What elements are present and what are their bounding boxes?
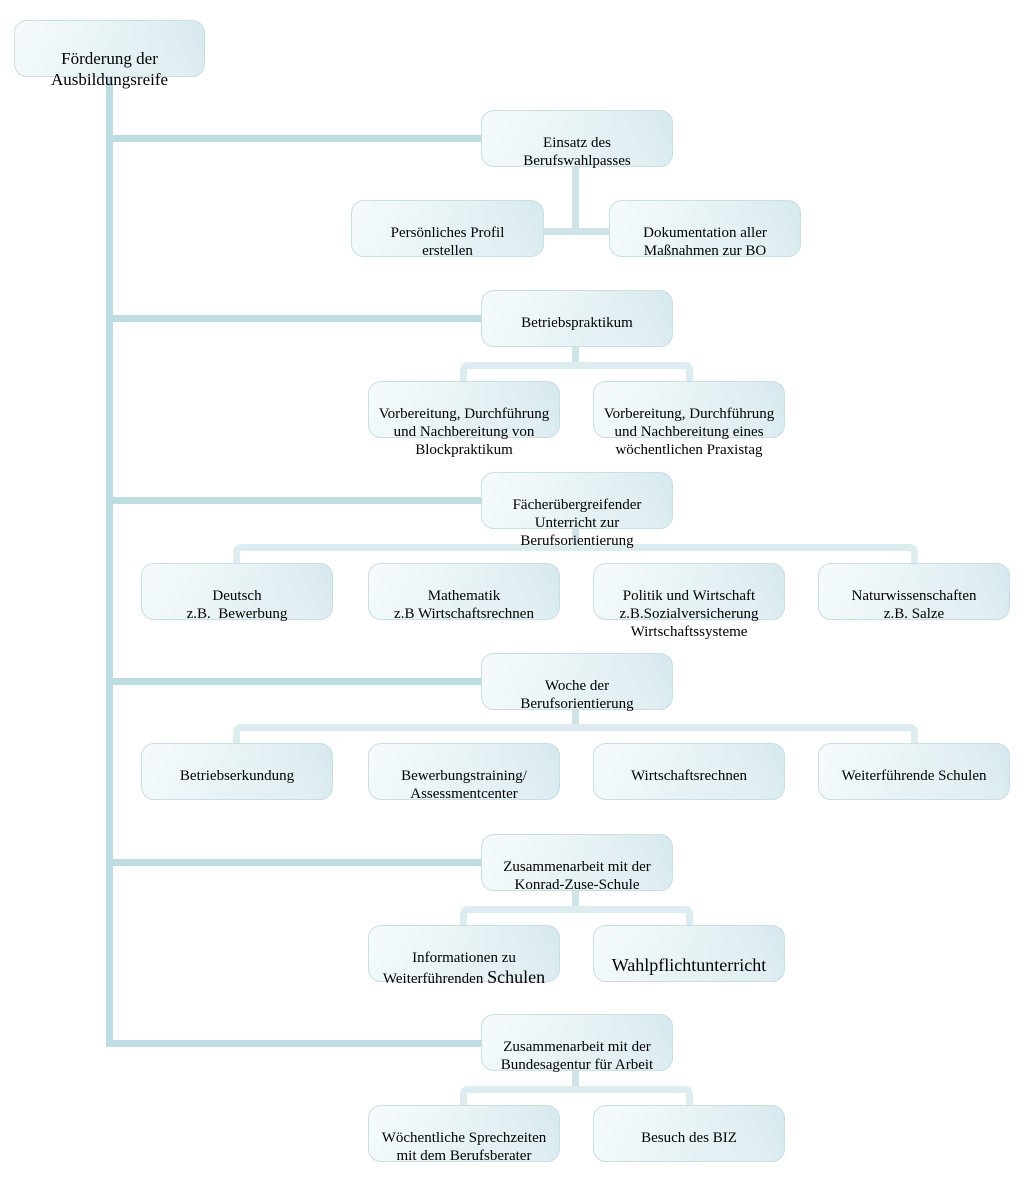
node-label: Weiterführende Schulen [841, 768, 987, 784]
node-label: Politik und Wirtschaft z.B.Sozialversich… [619, 588, 759, 640]
node-label: Bewerbungstraining/ Assessmentcenter [401, 768, 527, 802]
node-label: Deutsch z.B. Bewerbung [186, 588, 288, 622]
node-konrad-zuse-schule: Zusammenarbeit mit der Konrad-Zuse-Schul… [481, 834, 673, 893]
node-dokumentation-bo: Dokumentation aller Maßnahmen zur BO [609, 200, 801, 259]
drop-line-1 [572, 167, 579, 235]
child-bracket-3 [233, 544, 918, 563]
node-label: Vorbereitung, Durchführung und Nachberei… [378, 406, 550, 458]
node-weiterfuehrende-schulen: Weiterführende Schulen [818, 743, 1010, 800]
node-woche-der-bo: Woche der Berufsorientierung [481, 653, 673, 712]
branch-line-6 [106, 1040, 482, 1047]
node-label: Fächerübergreifender Unterricht zur Beru… [512, 497, 642, 549]
node-naturwissenschaften: Naturwissenschaften z.B. Salze [818, 563, 1010, 622]
node-politik-wirtschaft: Politik und Wirtschaft z.B.Sozialversich… [593, 563, 785, 640]
branch-line-5 [106, 859, 482, 866]
node-label: Einsatz des Berufswahlpasses [523, 135, 631, 169]
drop-line-3 [572, 529, 579, 551]
node-berufswahlpass: Einsatz des Berufswahlpasses [481, 110, 673, 169]
node-besuch-biz: Besuch des BIZ [593, 1105, 785, 1162]
node-wirtschaftsrechnen: Wirtschaftsrechnen [593, 743, 785, 800]
drop-line-2 [572, 347, 579, 369]
branch-line-1 [106, 135, 482, 142]
child-bracket-2 [460, 362, 693, 381]
node-root: Förderung der Ausbildungsreife [14, 20, 205, 89]
drop-line-6 [572, 1071, 579, 1093]
node-label: Persönliches Profil erstellen [390, 225, 505, 259]
branch-line-3 [106, 497, 482, 504]
node-label: Vorbereitung, Durchführung und Nachberei… [603, 406, 775, 458]
branch-line-2 [106, 315, 482, 322]
node-betriebspraktikum: Betriebspraktikum [481, 290, 673, 347]
node-mathematik: Mathematik z.B Wirtschaftsrechnen [368, 563, 560, 622]
node-label: Naturwissenschaften z.B. Salze [851, 588, 977, 622]
drop-line-5 [572, 891, 579, 913]
node-label: Zusammenarbeit mit der Bundesagentur für… [500, 1039, 654, 1073]
node-blockpraktikum: Vorbereitung, Durchführung und Nachberei… [368, 381, 560, 458]
sibling-link-1 [544, 228, 609, 235]
node-sprechzeiten: Wöchentliche Sprechzeiten mit dem Berufs… [368, 1105, 560, 1164]
node-persoenliches-profil: Persönliches Profil erstellen [351, 200, 544, 259]
node-label: Dokumentation aller Maßnahmen zur BO [643, 225, 767, 259]
node-root-label: Förderung der Ausbildungsreife [50, 49, 169, 89]
node-label: Wahlpflichtunterricht [611, 955, 767, 975]
node-label: Wirtschaftsrechnen [630, 768, 747, 784]
node-faecheruebergreifender-unterricht: Fächerübergreifender Unterricht zur Beru… [481, 472, 673, 549]
node-deutsch: Deutsch z.B. Bewerbung [141, 563, 333, 622]
child-bracket-4 [233, 724, 918, 743]
node-wahlpflichtunterricht: Wahlpflichtunterricht [593, 925, 785, 982]
branch-line-4 [106, 678, 482, 685]
node-label: Woche der Berufsorientierung [520, 678, 634, 712]
node-label: Besuch des BIZ [641, 1130, 737, 1146]
node-label: Wöchentliche Sprechzeiten mit dem Berufs… [381, 1130, 547, 1164]
spine-line [106, 77, 113, 1047]
child-bracket-6 [460, 1086, 693, 1105]
node-label: Mathematik z.B Wirtschaftsrechnen [394, 588, 534, 622]
node-bundesagentur: Zusammenarbeit mit der Bundesagentur für… [481, 1014, 673, 1073]
node-label-small: Informationen zu Weiterführenden [382, 950, 516, 987]
node-label-big: Schulen [487, 967, 546, 987]
node-label: Betriebserkundung [179, 768, 295, 784]
node-label: Zusammenarbeit mit der Konrad-Zuse-Schul… [503, 859, 651, 893]
node-bewerbungstraining: Bewerbungstraining/ Assessmentcenter [368, 743, 560, 802]
child-bracket-5 [460, 906, 693, 925]
node-betriebserkundung: Betriebserkundung [141, 743, 333, 800]
node-praxistag: Vorbereitung, Durchführung und Nachberei… [593, 381, 785, 458]
drop-line-4 [572, 710, 579, 731]
node-informationen-schulen: Informationen zu Weiterführenden Schulen [368, 925, 560, 987]
node-label: Betriebspraktikum [521, 315, 633, 331]
